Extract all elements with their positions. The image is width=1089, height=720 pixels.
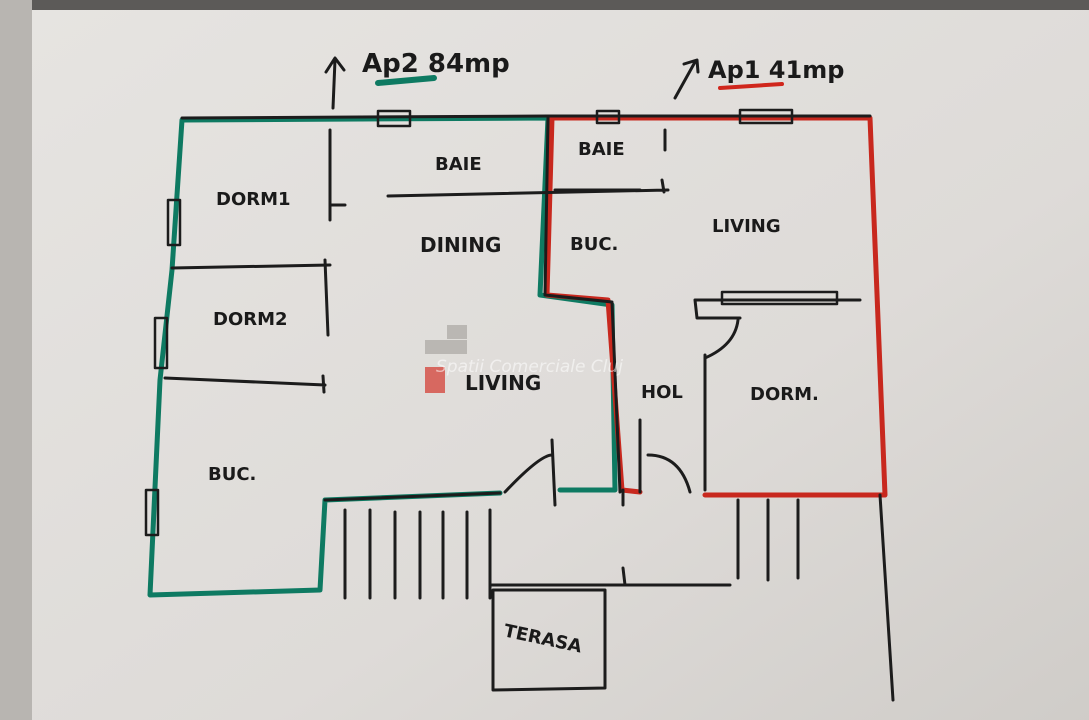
room-dorm2: DORM2: [213, 309, 288, 330]
room-dorm-ap1: DORM.: [750, 384, 819, 405]
watermark-logo: Spatii Comerciale Cluj: [425, 325, 623, 393]
room-buc-ap2: BUC.: [208, 464, 256, 485]
room-living-ap1: LIVING: [712, 216, 781, 237]
ap1-color-key: [718, 82, 784, 90]
ap1-outline: [544, 115, 888, 498]
ap2-rooms: DORM1 BAIE DORM2 DINING LIVING BUC.: [208, 154, 541, 485]
room-living-ap2: LIVING: [465, 371, 541, 395]
room-hol: HOL: [641, 382, 683, 403]
room-dorm1: DORM1: [216, 189, 291, 210]
ap2-color-key: [375, 75, 437, 86]
room-dining: DINING: [420, 233, 501, 257]
watermark-text: Spatii Comerciale Cluj: [436, 357, 623, 377]
windows: [144, 108, 839, 537]
room-baie-ap1: BAIE: [578, 139, 625, 160]
ap2-label: Ap2 84mp: [362, 49, 510, 79]
ap1-rooms: BAIE BUC. LIVING HOL DORM.: [570, 139, 819, 405]
ap1-label: Ap1 41mp: [708, 56, 844, 84]
room-buc-ap1: BUC.: [570, 234, 618, 255]
terrace-box: [491, 588, 607, 692]
room-baie-ap2: BAIE: [435, 154, 482, 175]
paper-sheet: [30, 10, 1089, 720]
interior-walls: [163, 56, 895, 702]
paper-edge: [0, 0, 32, 720]
